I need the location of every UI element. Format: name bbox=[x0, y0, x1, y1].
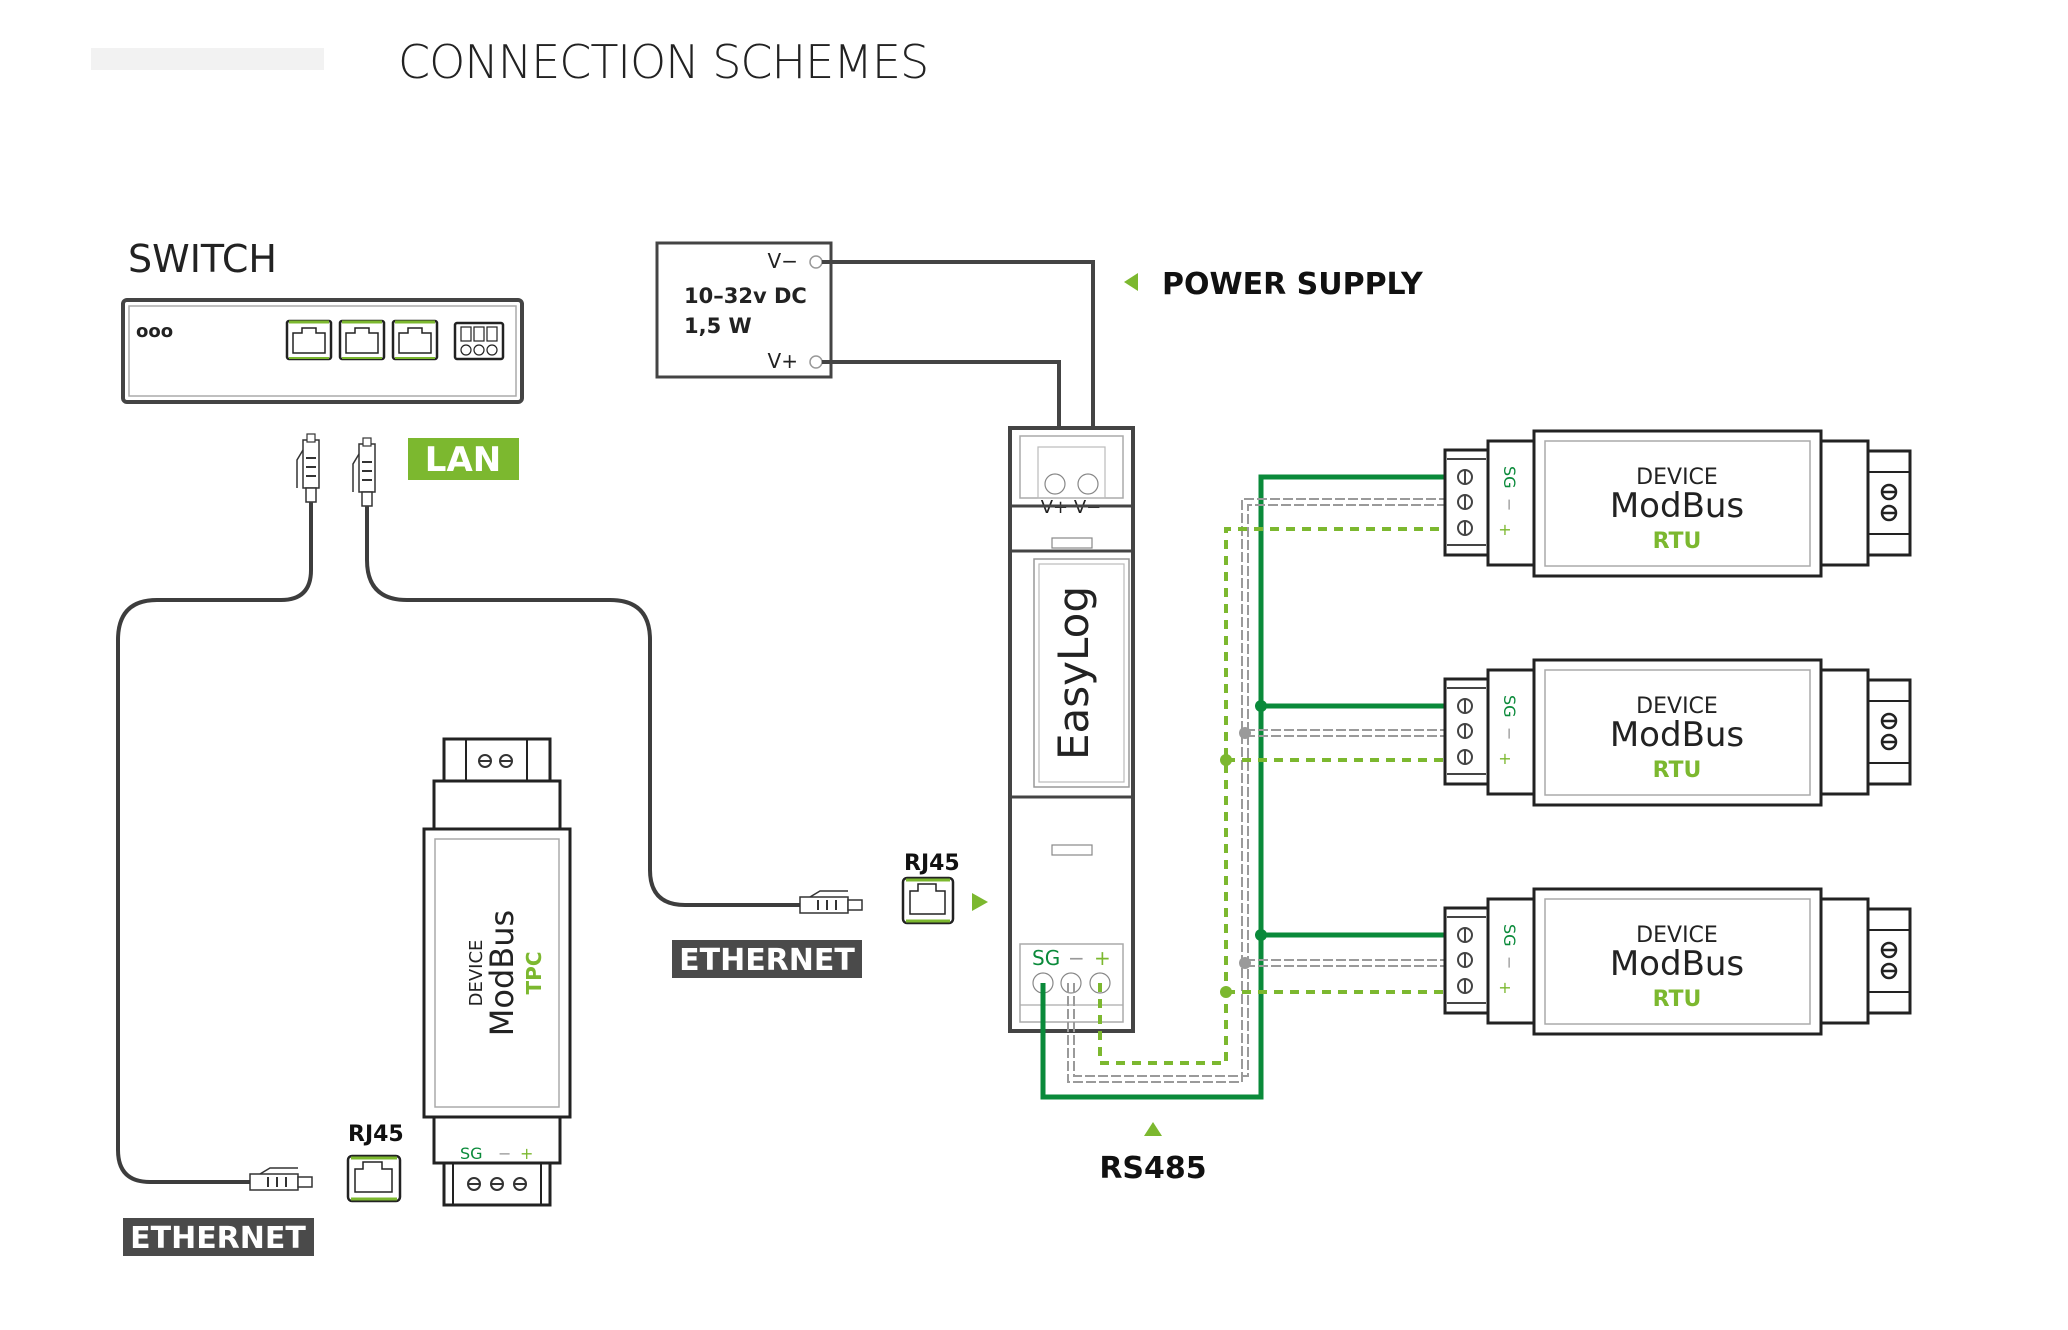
rtu-terminal-minus: − bbox=[1500, 498, 1519, 511]
rtu-terminal-plus: + bbox=[1498, 749, 1511, 768]
page-title: CONNECTION SCHEMES bbox=[398, 35, 928, 89]
power-wire-v-minus bbox=[822, 260, 1095, 483]
power-v-plus-label: V+ bbox=[768, 349, 798, 373]
easylog-device: V+ V− EasyLog SG − + bbox=[1008, 426, 1135, 1033]
arrow-right-icon bbox=[972, 893, 988, 911]
terminal-screw-icon bbox=[1457, 698, 1473, 765]
rtu-device-protocol: RTU bbox=[1653, 987, 1702, 1012]
power-wattage: 1,5 W bbox=[684, 314, 752, 338]
rtu-device-name: ModBus bbox=[1610, 715, 1744, 755]
switch-device: ooo bbox=[121, 298, 524, 404]
rtu-terminal-sg: SG bbox=[1500, 924, 1519, 947]
rj45-label-easylog: RJ45 bbox=[904, 851, 960, 876]
modbus-tpc-device: DEVICE ModBus TPC SG − + bbox=[422, 737, 572, 1207]
rtu-terminal-sg: SG bbox=[1500, 466, 1519, 489]
rtu-device-name: ModBus bbox=[1610, 944, 1744, 984]
arrow-left-icon bbox=[1124, 273, 1138, 291]
rj45-plug-icon bbox=[352, 437, 376, 507]
switch-port-3[interactable] bbox=[391, 319, 439, 361]
power-terminal-icon bbox=[809, 255, 823, 269]
rtu-devices: SG−+DEVICEModBusRTUSG−+DEVICEModBusRTUSG… bbox=[1443, 429, 1912, 1036]
rj45-plug-icon bbox=[249, 1167, 313, 1191]
bus-wire-minus bbox=[1067, 498, 1445, 1083]
power-v-minus-label: V− bbox=[768, 249, 798, 273]
terminal-screw-icon bbox=[1880, 712, 1898, 751]
rtu-terminal-minus: − bbox=[1500, 956, 1519, 969]
rtu-device-kind: DEVICE bbox=[1636, 694, 1718, 719]
switch-port-1[interactable] bbox=[285, 319, 333, 361]
rtu-device-kind: DEVICE bbox=[1636, 465, 1718, 490]
rj45-plug-icon bbox=[799, 890, 863, 914]
easylog-terminal-minus: − bbox=[1068, 946, 1085, 970]
switch-leds-icon: ooo bbox=[136, 321, 173, 342]
terminal-screw-icon bbox=[1880, 483, 1898, 522]
switch-port-2[interactable] bbox=[338, 319, 386, 361]
tpc-terminal-minus: − bbox=[498, 1144, 511, 1163]
rtu-device-name: ModBus bbox=[1610, 486, 1744, 526]
ethernet-badge-tpc: ETHERNET bbox=[123, 1218, 314, 1256]
rj45-label-tpc: RJ45 bbox=[348, 1122, 404, 1147]
power-supply: V− 10–32v DC 1,5 W V+ bbox=[655, 241, 833, 379]
bus-wire-minus bbox=[1245, 729, 1445, 737]
power-terminal-icon bbox=[809, 355, 823, 369]
terminal-screw-icon bbox=[478, 754, 513, 768]
lan-badge-label: LAN bbox=[425, 440, 501, 480]
ethernet-cable-to-tpc bbox=[116, 502, 313, 1184]
terminal-screw-icon bbox=[1880, 941, 1898, 980]
ethernet-badge-label: ETHERNET bbox=[130, 1221, 306, 1256]
ethernet-badge-easylog: ETHERNET bbox=[672, 940, 862, 978]
rtu-device-protocol: RTU bbox=[1653, 758, 1702, 783]
tpc-terminal-plus: + bbox=[520, 1144, 533, 1163]
ethernet-cable-to-easylog bbox=[365, 506, 800, 907]
terminal-screw-icon bbox=[1457, 469, 1473, 536]
easylog-terminal-sg: SG bbox=[1032, 946, 1060, 970]
switch-title: SWITCH bbox=[128, 237, 277, 281]
rtu-terminal-plus: + bbox=[1498, 520, 1511, 539]
power-supply-label: POWER SUPPLY bbox=[1162, 267, 1424, 302]
rtu-terminal-plus: + bbox=[1498, 978, 1511, 997]
terminal-screw-icon bbox=[467, 1177, 527, 1191]
lan-badge: LAN bbox=[408, 438, 519, 480]
rtu-device-protocol: RTU bbox=[1653, 529, 1702, 554]
rtu-terminal-minus: − bbox=[1500, 727, 1519, 740]
rs485-label: RS485 bbox=[1099, 1151, 1206, 1186]
rj45-port-easylog[interactable] bbox=[901, 876, 955, 925]
rj45-port-tpc[interactable] bbox=[346, 1154, 402, 1203]
rj45-plug-icon bbox=[296, 433, 320, 503]
bus-wire-minus bbox=[1245, 959, 1445, 967]
rtu-terminal-sg: SG bbox=[1500, 695, 1519, 718]
ethernet-badge-label: ETHERNET bbox=[679, 943, 855, 978]
switch-power-terminal-icon bbox=[453, 321, 505, 361]
arrow-up-icon bbox=[1144, 1122, 1162, 1136]
tpc-device-name: ModBus bbox=[483, 910, 521, 1036]
bus-wire-sg bbox=[1040, 474, 1445, 1100]
power-voltage: 10–32v DC bbox=[684, 284, 807, 308]
bus-wire-plus bbox=[1098, 527, 1445, 1065]
rs485-bus bbox=[1040, 474, 1445, 1100]
terminal-screw-icon bbox=[1457, 927, 1473, 994]
easylog-name: EasyLog bbox=[1049, 586, 1098, 760]
tpc-device-protocol: TPC bbox=[522, 952, 546, 995]
tpc-device-kind: DEVICE bbox=[466, 940, 487, 1007]
header-placeholder-bar bbox=[91, 48, 324, 70]
tpc-terminal-sg: SG bbox=[460, 1144, 483, 1163]
easylog-terminal-plus: + bbox=[1094, 946, 1111, 970]
rtu-device-kind: DEVICE bbox=[1636, 923, 1718, 948]
bus-wire-minus bbox=[1073, 504, 1445, 1077]
